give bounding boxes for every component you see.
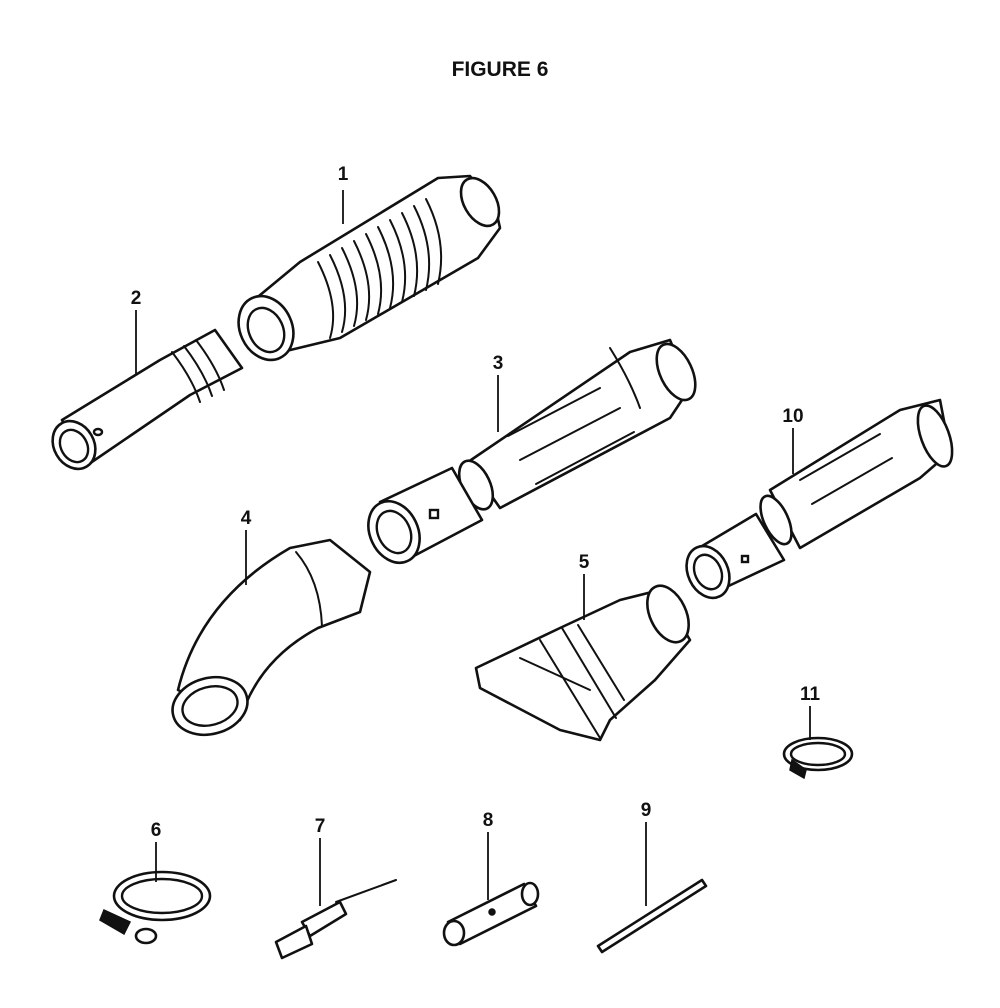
- part-10-extension-pipe: [685, 398, 954, 600]
- callout-6: 6: [151, 820, 162, 841]
- part-9-rod: [596, 878, 708, 954]
- hose-corrugation-ribs: [317, 198, 443, 339]
- callout-3: 3: [493, 353, 504, 374]
- part-7-screwdriver: [274, 879, 397, 960]
- part-4-elbow-pipe: [171, 538, 372, 737]
- leader-lines: [135, 190, 811, 906]
- callout-4: 4: [241, 508, 252, 529]
- callout-11: 11: [800, 684, 821, 705]
- part-5-flat-nozzle: [474, 584, 692, 742]
- figure-title: FIGURE 6: [451, 58, 549, 81]
- callout-9: 9: [641, 800, 652, 821]
- part-8-spark-plug-wrench: [442, 881, 540, 947]
- callout-1: 1: [338, 164, 349, 185]
- part-11-small-hose-clamp: [782, 736, 854, 780]
- pipe-coupler-segment: [367, 466, 484, 565]
- callout-2: 2: [131, 288, 142, 309]
- callout-7: 7: [315, 816, 326, 837]
- callout-8: 8: [483, 810, 494, 831]
- callout-10: 10: [782, 406, 803, 427]
- part-2-nozzle-tube: [51, 328, 244, 471]
- part-3-long-pipe: [457, 338, 697, 511]
- callout-5: 5: [579, 552, 590, 573]
- part-1-flexible-hose: [237, 174, 502, 362]
- callout-labels: 1 2 3 4 5 6 7 8 9 10 11: [131, 164, 821, 841]
- part-6-hose-clamp: [99, 870, 212, 945]
